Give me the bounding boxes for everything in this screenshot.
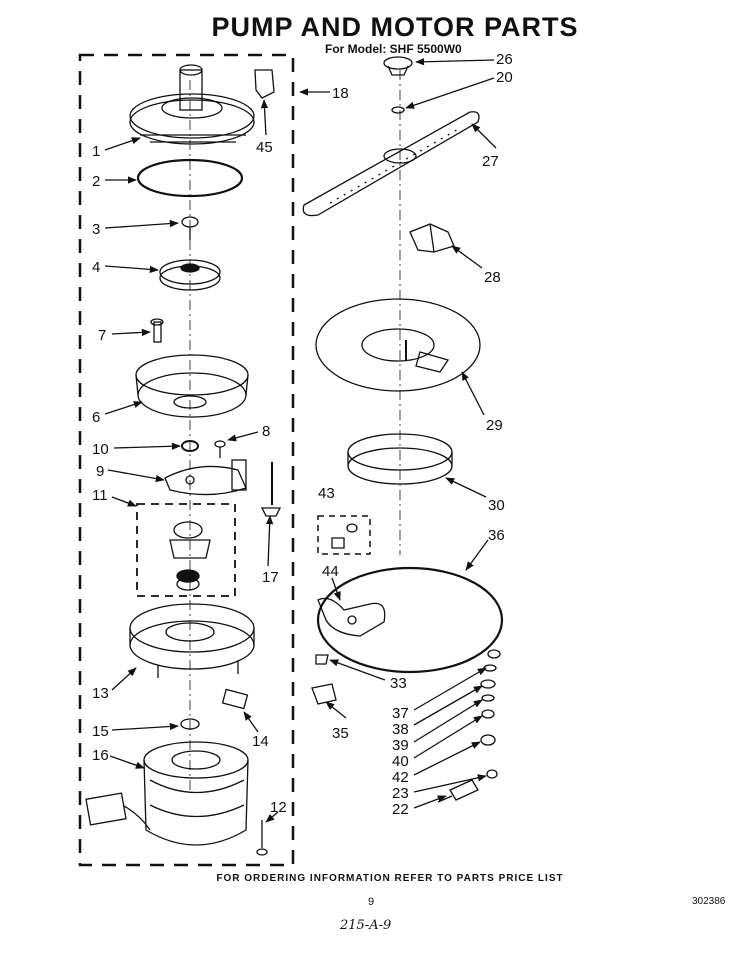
spray-arm-cap	[383, 56, 413, 76]
washer	[180, 718, 200, 730]
bracket-kit-boundary	[317, 515, 371, 555]
heater-bracket	[317, 597, 386, 637]
filter-screen	[315, 298, 481, 392]
callout-10: 10	[92, 441, 109, 458]
mounting-plate	[164, 459, 247, 496]
callout-33: 33	[390, 675, 407, 692]
callout-15: 15	[92, 723, 109, 740]
clip	[254, 69, 275, 99]
spray-arm	[302, 111, 480, 217]
chopper-assembly	[169, 521, 211, 591]
callout-20: 20	[496, 69, 513, 86]
bracket-kit-parts	[331, 523, 358, 549]
callout-labels: 1 2 3 4 7 6 10 8 9 11 17 13 15 14 16 12 …	[92, 51, 513, 818]
callout-39: 39	[392, 737, 409, 754]
callout-37: 37	[392, 705, 409, 722]
callout-7: 7	[98, 327, 106, 344]
callout-11: 11	[92, 487, 108, 504]
ordering-note: FOR ORDERING INFORMATION REFER TO PARTS …	[216, 873, 564, 884]
model-subtitle: For Model: SHF 5500W0	[325, 42, 462, 56]
callout-44: 44	[322, 563, 339, 580]
capacitor-block	[221, 688, 249, 710]
callout-12: 12	[270, 799, 287, 816]
motor-screw	[256, 820, 268, 856]
impeller-subassembly-boundary	[136, 503, 236, 597]
large-gasket	[316, 566, 504, 674]
motor-mount	[129, 603, 255, 678]
callout-4: 4	[92, 259, 100, 276]
callout-14: 14	[252, 733, 269, 750]
callout-22: 22	[392, 801, 409, 818]
impeller-nut	[181, 216, 199, 240]
callout-43: 43	[318, 485, 335, 502]
small-screw	[214, 440, 226, 458]
callout-17: 17	[262, 569, 279, 586]
page-title: PUMP AND MOTOR PARTS	[211, 12, 579, 42]
motor-connector	[85, 792, 151, 831]
callout-42: 42	[392, 769, 409, 786]
callout-40: 40	[392, 753, 409, 770]
callout-leaders	[104, 58, 497, 823]
filter-ring	[347, 433, 453, 485]
gasket-ring	[136, 158, 244, 198]
callout-3: 3	[92, 221, 100, 238]
document-number: 302386	[692, 896, 726, 907]
callout-26: 26	[496, 51, 513, 68]
spray-arm-washer	[391, 106, 405, 114]
pump-top-housing	[129, 64, 255, 145]
pump-housing	[135, 354, 249, 418]
callout-2: 2	[92, 173, 100, 190]
callout-29: 29	[486, 417, 503, 434]
rod	[260, 462, 282, 517]
callout-38: 38	[392, 721, 409, 738]
callout-13: 13	[92, 685, 109, 702]
callout-27: 27	[482, 153, 499, 170]
callout-9: 9	[96, 463, 104, 480]
handwritten-note: 215-A-9	[340, 918, 392, 933]
seal	[181, 440, 199, 452]
pump-assembly-boundary	[78, 53, 295, 867]
motor	[143, 741, 249, 846]
callout-23: 23	[392, 785, 409, 802]
impeller	[159, 259, 221, 291]
callout-28: 28	[484, 269, 501, 286]
callout-16: 16	[92, 747, 109, 764]
mounting-bracket	[311, 683, 337, 705]
callout-30: 30	[488, 497, 505, 514]
callout-8: 8	[262, 423, 270, 440]
callout-6: 6	[92, 409, 100, 426]
callout-1: 1	[92, 143, 100, 160]
callout-45: 45	[256, 139, 273, 156]
screw	[150, 318, 164, 343]
spray-bracket	[409, 223, 455, 253]
callout-18: 18	[332, 85, 349, 102]
callout-35: 35	[332, 725, 349, 742]
callout-36: 36	[488, 527, 505, 544]
heating-element-terminal	[437, 779, 479, 803]
page-number: 9	[368, 896, 375, 908]
retainer-clip	[315, 654, 329, 665]
